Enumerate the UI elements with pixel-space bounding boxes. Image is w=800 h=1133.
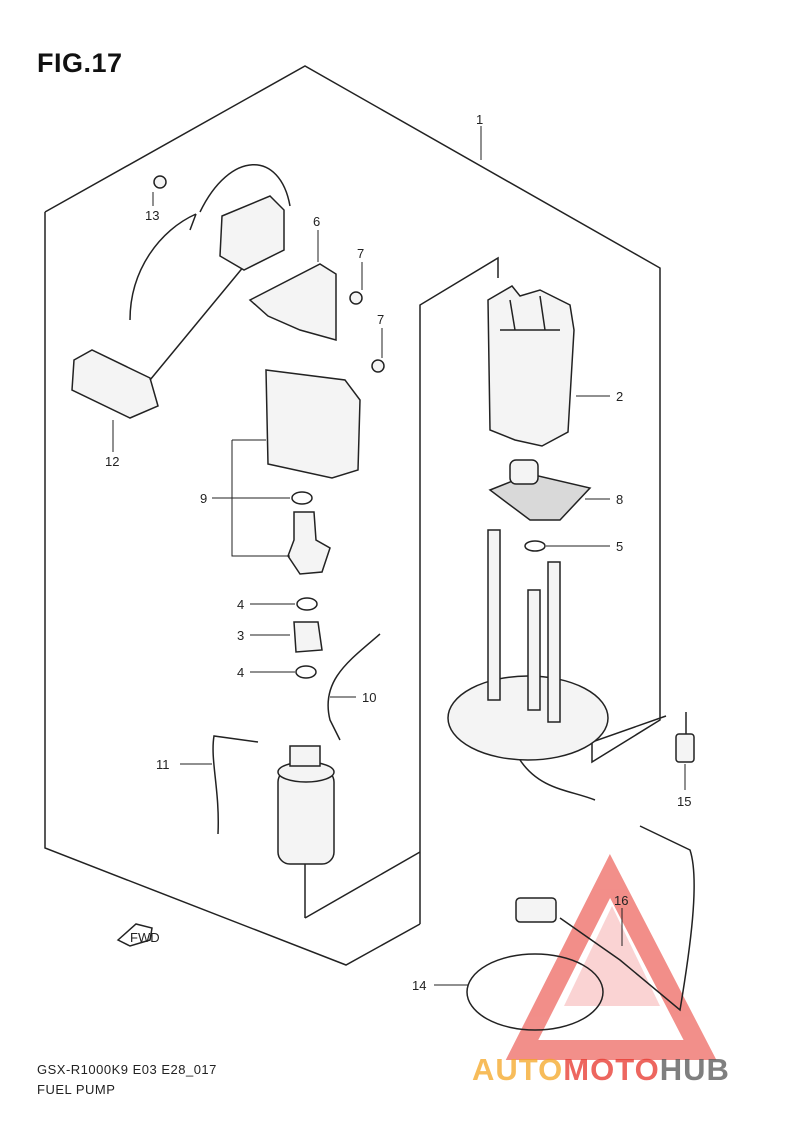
fuel-pump-motor: [277, 745, 335, 865]
fwd-text: FWD: [130, 930, 160, 945]
bracket-6: [219, 195, 337, 341]
o-ring-5: [524, 540, 546, 552]
lead-wire-11: [212, 735, 259, 835]
callout-7a: 7: [357, 246, 364, 261]
watermark-logo: [505, 854, 717, 1060]
callout-16: 16: [614, 893, 628, 908]
float-12: [71, 253, 255, 419]
callout-3: 3: [237, 628, 244, 643]
screw-7b: [371, 359, 385, 373]
callout-4b: 4: [237, 665, 244, 680]
callout-9: 9: [200, 491, 207, 506]
callout-6: 6: [313, 214, 320, 229]
callout-8: 8: [616, 492, 623, 507]
fuel-filter: [488, 459, 592, 521]
figure-title: FIG.17: [37, 48, 123, 78]
callout-13: 13: [145, 208, 159, 223]
screw-13: [153, 175, 167, 189]
gasket-14: [466, 953, 604, 1031]
callout-2: 2: [616, 389, 623, 404]
assembly-outline: [44, 65, 667, 966]
callout-11: 11: [156, 757, 170, 772]
callout-14: 14: [412, 978, 426, 993]
figure-code: GSX-R1000K9 E03 E28_017: [37, 1062, 217, 1077]
ground-wire: [129, 164, 291, 321]
fuel-hose-16: [515, 825, 695, 1012]
sender-unit: [265, 369, 361, 575]
figure-name: FUEL PUMP: [37, 1082, 116, 1097]
callout-4a: 4: [237, 597, 244, 612]
callout-12: 12: [105, 454, 119, 469]
regulator-3: [293, 597, 323, 679]
fwd-arrow: FWD: [116, 923, 160, 947]
lead-wire-10: [327, 633, 381, 741]
pump-base-plate: [447, 529, 609, 801]
callout-5: 5: [616, 539, 623, 554]
screw-7a: [349, 291, 363, 305]
watermark-auto: AUTO: [472, 1052, 563, 1087]
pump-holder: [487, 285, 575, 447]
callout-7b: 7: [377, 312, 384, 327]
callout-1: 1: [476, 112, 483, 127]
watermark-hub: HUB: [660, 1052, 730, 1087]
watermark-moto: MOTO: [563, 1052, 659, 1087]
watermark-text: AUTOMOTOHUB: [472, 1052, 730, 1087]
callout-10: 10: [362, 690, 376, 705]
bolt-15: [675, 733, 695, 763]
callout-15: 15: [677, 794, 691, 809]
svg-text:AUTOMOTOHUB: AUTOMOTOHUB: [472, 1052, 730, 1087]
